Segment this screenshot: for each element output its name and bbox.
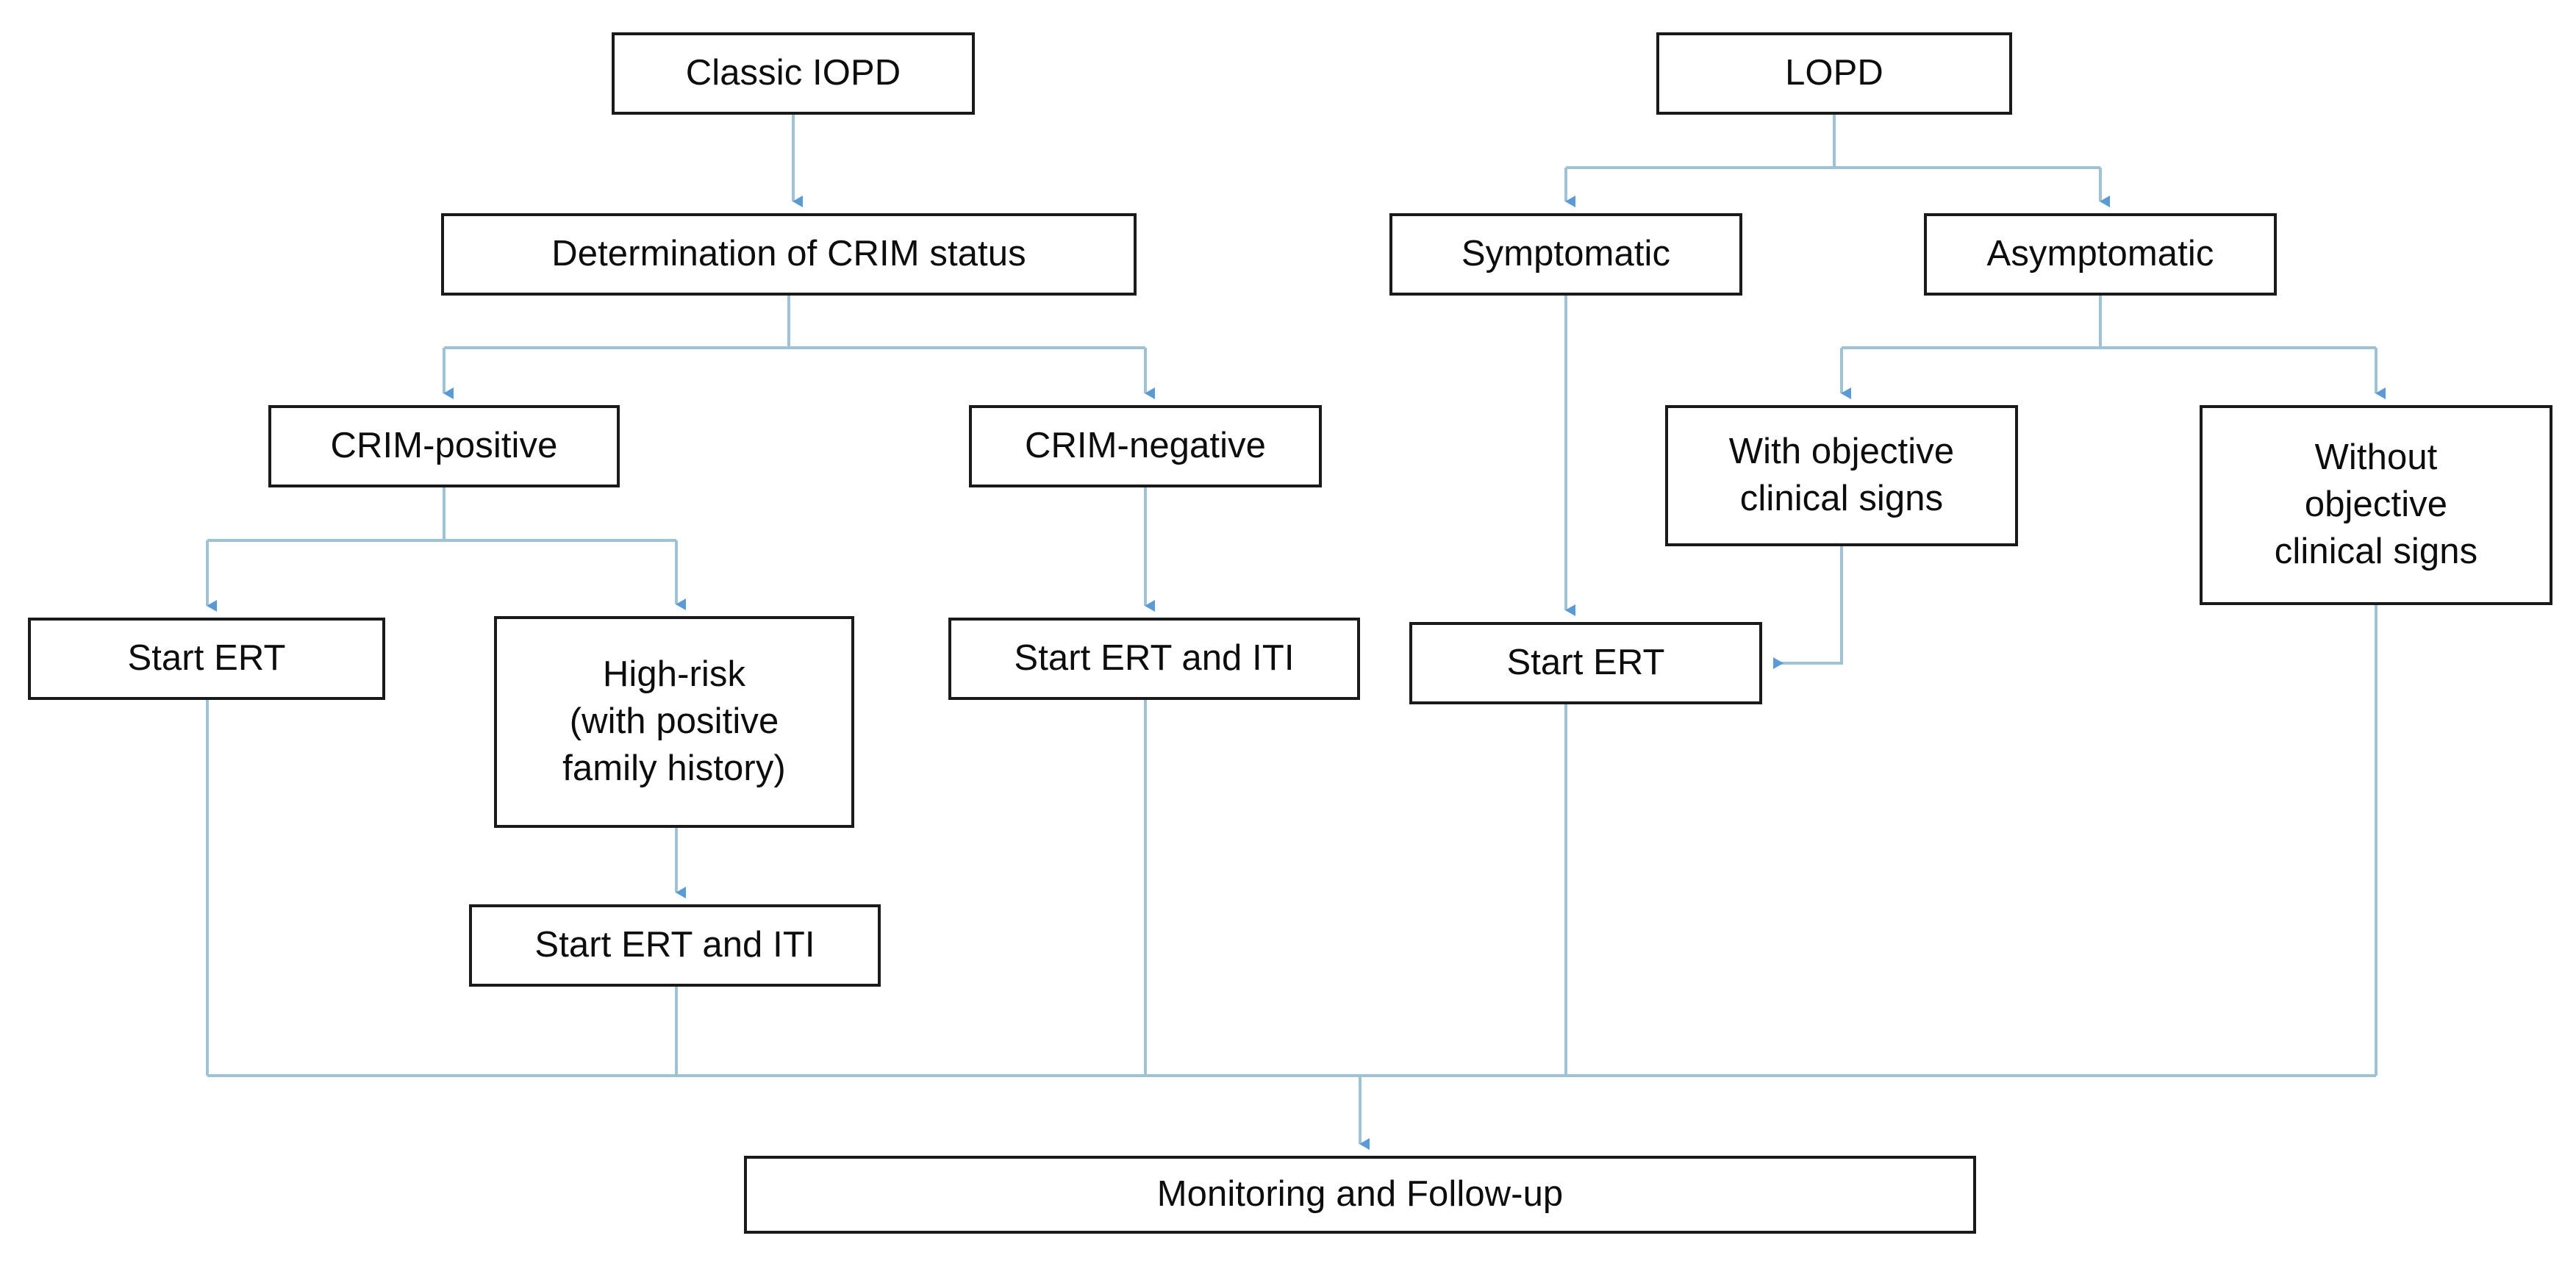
node-lopd[interactable]: LOPD <box>1656 32 2012 115</box>
node-with-objective-clinical-signs[interactable]: With objective clinical signs <box>1665 405 2018 546</box>
node-start-ert-lopd[interactable]: Start ERT <box>1409 622 1762 704</box>
edge-with-signs-to-start-ert <box>1773 546 1843 669</box>
node-label: Start ERT and ITI <box>534 925 815 965</box>
node-without-objective-clinical-signs[interactable]: Without objective clinical signs <box>2200 405 2552 605</box>
node-label: Start ERT <box>127 638 286 679</box>
node-high-risk[interactable]: High-risk (with positive family history) <box>494 616 854 828</box>
node-label: High-risk (with positive family history) <box>562 654 786 788</box>
node-asymptomatic[interactable]: Asymptomatic <box>1924 213 2277 296</box>
node-crim-positive[interactable]: CRIM-positive <box>268 405 620 487</box>
node-label: With objective clinical signs <box>1728 432 1955 518</box>
node-crim-negative[interactable]: CRIM-negative <box>969 405 1322 487</box>
node-label: Without objective clinical signs <box>2274 437 2478 571</box>
node-start-ert-and-iti-high-risk[interactable]: Start ERT and ITI <box>469 904 881 987</box>
node-label: CRIM-positive <box>330 426 558 466</box>
node-label: Symptomatic <box>1461 234 1671 274</box>
node-symptomatic[interactable]: Symptomatic <box>1389 213 1742 296</box>
node-label: Classic IOPD <box>685 53 901 93</box>
node-start-ert-and-iti-crim-negative[interactable]: Start ERT and ITI <box>948 618 1360 700</box>
node-label: LOPD <box>1785 53 1883 93</box>
node-label: CRIM-negative <box>1024 426 1267 466</box>
node-classic-iopd[interactable]: Classic IOPD <box>612 32 975 115</box>
node-start-ert-crim-positive[interactable]: Start ERT <box>28 618 385 700</box>
node-monitoring-and-follow-up[interactable]: Monitoring and Follow-up <box>744 1156 1976 1234</box>
node-determination-of-crim-status[interactable]: Determination of CRIM status <box>441 213 1137 296</box>
node-label: Asymptomatic <box>1986 234 2214 274</box>
node-label: Start ERT <box>1506 643 1665 683</box>
node-label: Determination of CRIM status <box>551 234 1026 274</box>
node-label: Start ERT and ITI <box>1014 638 1295 679</box>
node-label: Monitoring and Follow-up <box>1156 1174 1564 1215</box>
